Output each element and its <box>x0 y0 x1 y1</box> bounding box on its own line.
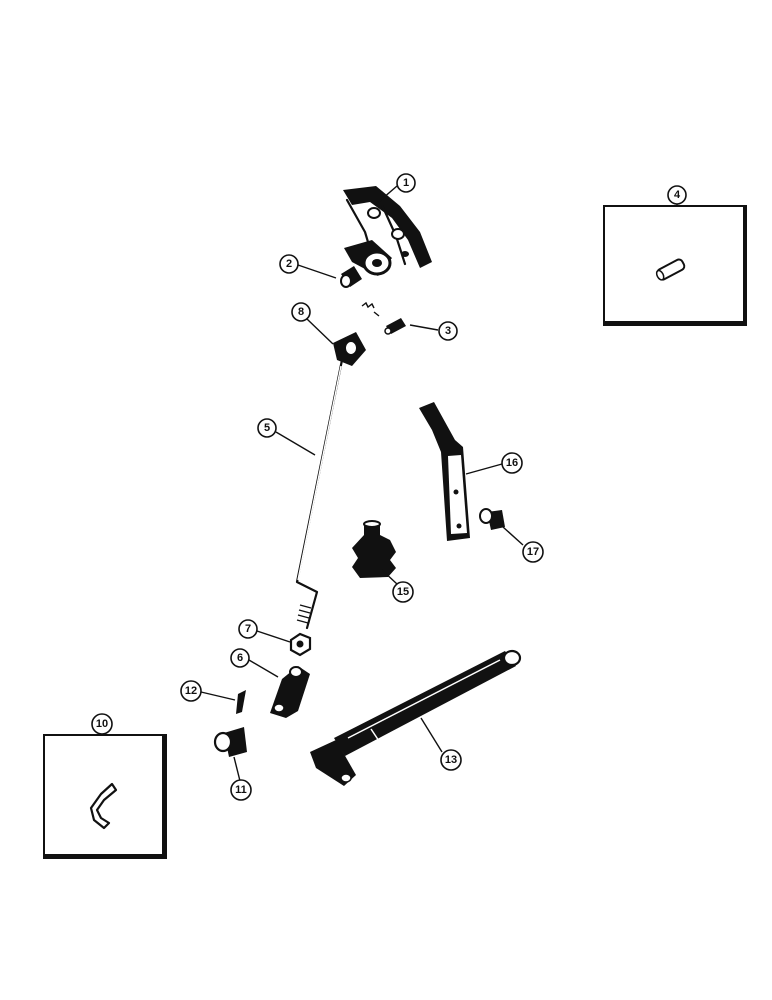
callout-15: 15 <box>392 581 414 603</box>
part-quadrant-bracket <box>343 186 432 276</box>
callout-16: 16 <box>501 452 523 474</box>
callout-11: 11 <box>230 779 252 801</box>
svg-text:17: 17 <box>527 546 539 558</box>
inset-box-10 <box>43 734 167 859</box>
part-nut <box>289 632 312 657</box>
part-spring-small <box>361 301 380 317</box>
svg-text:2: 2 <box>286 258 292 270</box>
callout-4: 4 <box>667 185 687 205</box>
part-cotter-pin <box>236 690 246 714</box>
svg-text:7: 7 <box>245 623 251 635</box>
callout-3: 3 <box>438 321 458 341</box>
part-clevis-pin <box>213 727 247 757</box>
svg-text:13: 13 <box>445 754 457 766</box>
part-rod <box>295 358 344 630</box>
callout-6: 6 <box>230 648 250 668</box>
rod-thread <box>296 604 312 624</box>
callout-17: 17 <box>522 541 544 563</box>
inset-box-4 <box>603 205 747 326</box>
part-bushing <box>340 266 362 288</box>
part-bolt <box>479 508 505 530</box>
callout-7: 7 <box>238 619 258 639</box>
svg-text:8: 8 <box>298 306 304 318</box>
part-lever-arm <box>419 402 470 541</box>
callout-1: 1 <box>396 173 416 193</box>
leader-lines <box>200 185 678 782</box>
svg-text:6: 6 <box>237 652 243 664</box>
svg-text:3: 3 <box>445 325 451 337</box>
svg-text:12: 12 <box>185 685 197 697</box>
part-clevis-lower <box>270 666 310 718</box>
callout-13: 13 <box>440 749 462 771</box>
part-cross-shaft <box>310 649 522 786</box>
svg-text:11: 11 <box>235 784 247 796</box>
callout-2: 2 <box>279 254 299 274</box>
part-pin <box>384 318 406 335</box>
callout-10: 10 <box>91 713 113 735</box>
svg-text:15: 15 <box>397 586 409 598</box>
svg-text:10: 10 <box>96 718 108 730</box>
callout-12: 12 <box>180 680 202 702</box>
callout-8: 8 <box>291 302 311 322</box>
svg-text:5: 5 <box>264 422 270 434</box>
part-clevis-upper <box>333 332 366 366</box>
part-boot <box>352 520 396 578</box>
callout-5: 5 <box>257 418 277 438</box>
svg-text:16: 16 <box>506 457 518 469</box>
svg-text:4: 4 <box>674 189 681 201</box>
svg-text:1: 1 <box>403 177 409 189</box>
